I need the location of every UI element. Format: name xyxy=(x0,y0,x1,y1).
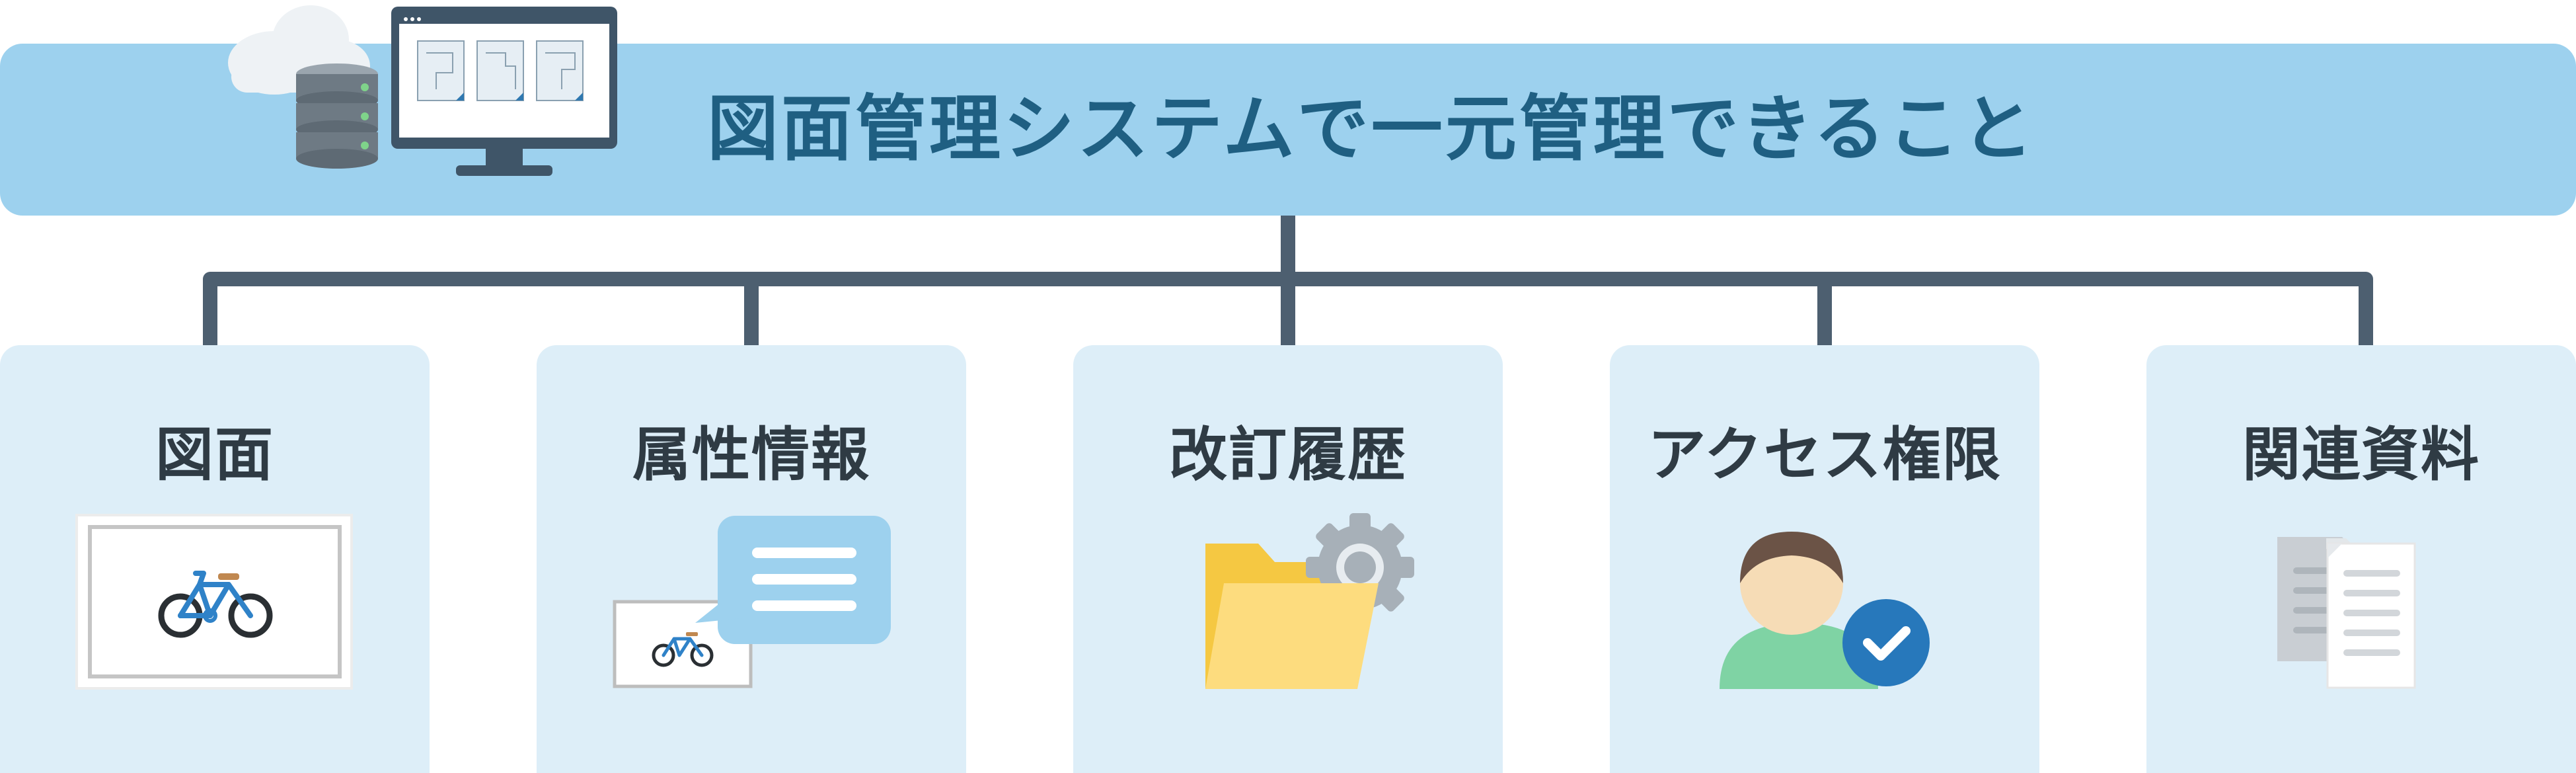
user-with-checkmark-icon xyxy=(1720,532,1930,689)
card-label: アクセス権限 xyxy=(1648,421,2002,489)
bicycle-drawing-icon xyxy=(75,514,353,690)
card-label: 図面 xyxy=(155,421,274,489)
card-label: 改訂履歴 xyxy=(1168,421,1407,489)
documents-icon xyxy=(2277,537,2416,689)
card-revision-history: 改訂履歴 xyxy=(1073,345,1503,773)
drawing-with-speech-bubble-icon xyxy=(613,516,891,688)
page-title: 図面管理システムで一元管理できること xyxy=(707,88,2036,171)
card-attributes: 属性情報 xyxy=(537,345,966,773)
card-drawing: 図面 xyxy=(0,345,430,773)
server-monitor-illustration-icon xyxy=(228,5,617,176)
card-related-documents: 関連資料 xyxy=(2146,345,2576,773)
card-access-rights: アクセス権限 xyxy=(1610,345,2039,773)
card-label: 関連資料 xyxy=(2242,421,2480,489)
card-label: 属性情報 xyxy=(632,421,870,489)
folder-with-gear-icon xyxy=(1205,513,1414,689)
